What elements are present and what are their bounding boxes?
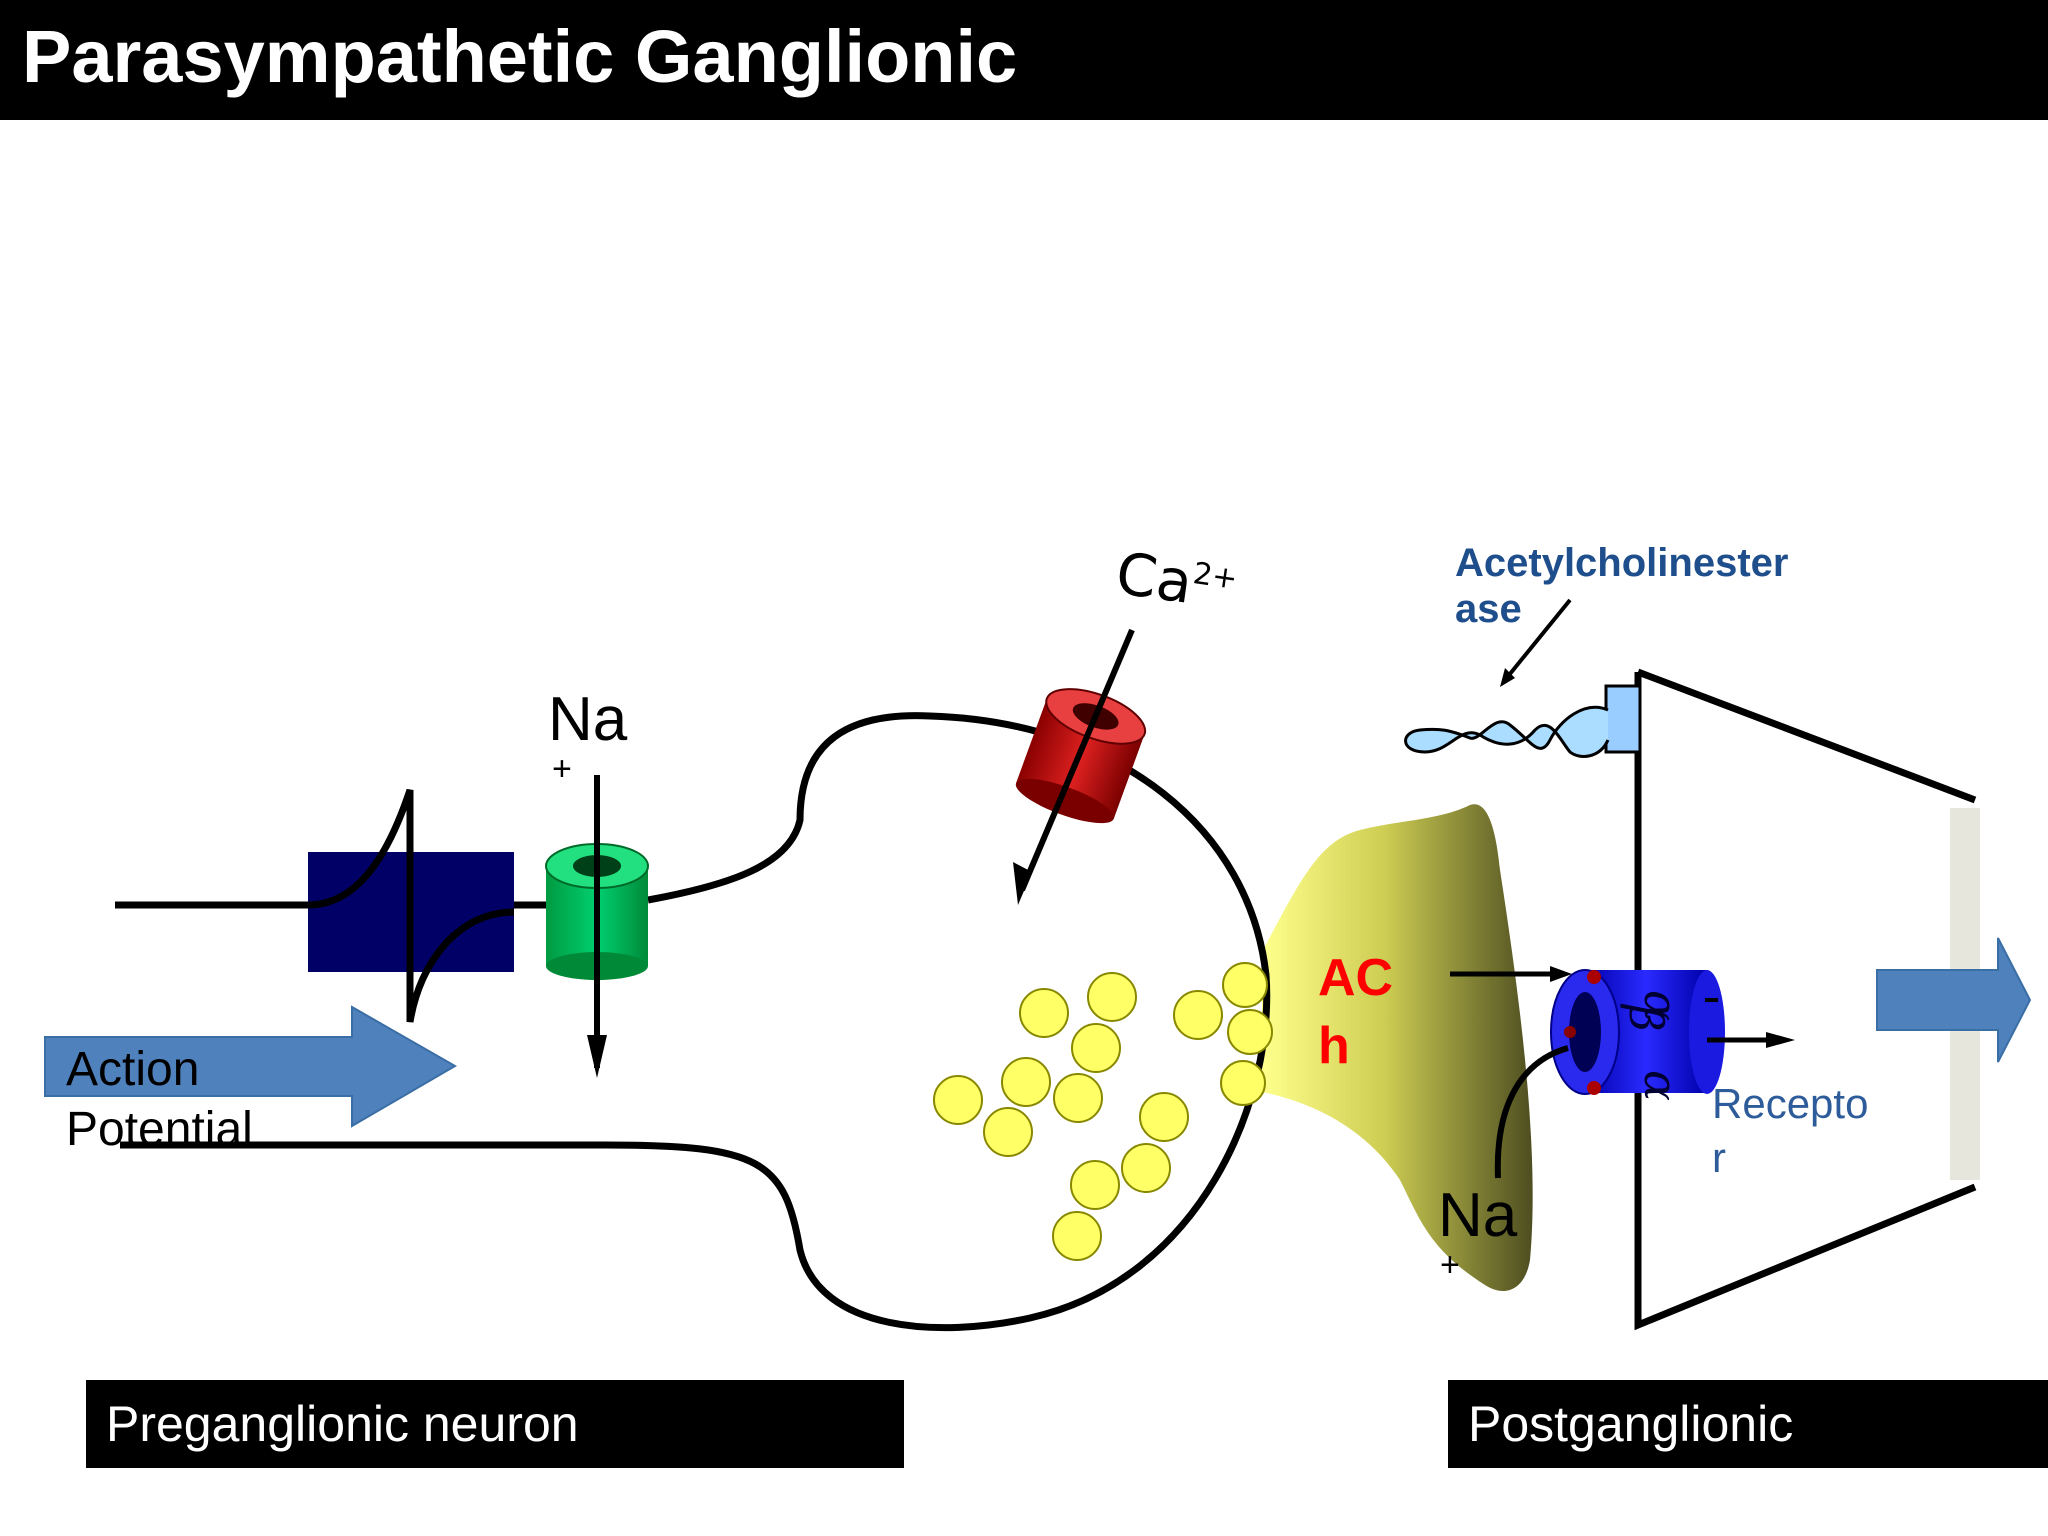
na-influx-curve bbox=[1494, 1045, 1569, 1179]
vesicle bbox=[1139, 1092, 1189, 1142]
vesicle bbox=[1222, 962, 1268, 1008]
postganglionic-cell bbox=[1634, 668, 1977, 1331]
vesicle bbox=[1052, 1211, 1102, 1261]
vesicle bbox=[1070, 1160, 1120, 1210]
ache-pointer bbox=[1503, 598, 1572, 682]
vesicle bbox=[1001, 1057, 1051, 1107]
na-label-bottom: Na bbox=[1438, 1181, 1518, 1250]
receptor-label-line1: Recepto bbox=[1712, 1080, 1869, 1127]
ache-label-line2: ase bbox=[1455, 587, 1522, 631]
action-label-line2: Potential bbox=[66, 1103, 253, 1156]
synaptic-cleft bbox=[1262, 804, 1533, 1292]
vesicles bbox=[933, 962, 1273, 1261]
acetylcholinesterase-icon bbox=[1404, 705, 1610, 758]
vesicle bbox=[1173, 990, 1223, 1040]
ach-label-line1: AC bbox=[1318, 949, 1394, 1007]
vesicle bbox=[983, 1107, 1033, 1157]
action-potential-arrow bbox=[44, 1005, 457, 1128]
receptor-label: Recepto r bbox=[1712, 1077, 1868, 1185]
vesicle bbox=[1019, 988, 1069, 1038]
action-potential-curve bbox=[307, 788, 515, 1023]
title-bar bbox=[0, 0, 2048, 120]
ca-arrow bbox=[1019, 628, 1135, 892]
receptor-beta-symbol: β bbox=[1619, 1003, 1673, 1032]
vesicle bbox=[1053, 1073, 1103, 1123]
page-title: Parasympathetic Ganglionic bbox=[22, 15, 1018, 98]
action-potential-label: Action Potential bbox=[66, 1040, 253, 1160]
vesicle bbox=[1071, 1023, 1121, 1073]
vesicle bbox=[1087, 972, 1137, 1022]
na-plus-bottom: + bbox=[1440, 1246, 1460, 1284]
receptor-label-line2: r bbox=[1712, 1134, 1726, 1181]
vesicle bbox=[1121, 1143, 1171, 1193]
ache-anchor bbox=[1604, 684, 1642, 754]
preganglionic-neuron-label: Preganglionic neuron bbox=[86, 1380, 904, 1468]
vesicle bbox=[1220, 1060, 1266, 1106]
acetylcholinesterase-label: Acetylcholinester ase bbox=[1455, 540, 1788, 632]
receptor-alpha-symbol-2: α bbox=[1634, 1070, 1688, 1101]
na-label-top: Na bbox=[548, 685, 628, 754]
action-label-line1: Action bbox=[66, 1043, 200, 1096]
vesicle bbox=[1227, 1009, 1273, 1055]
receptor-alpha-symbol: α bbox=[1634, 990, 1688, 1021]
presynaptic-terminal bbox=[604, 712, 1271, 1332]
ach-label: AC h bbox=[1318, 944, 1393, 1080]
ca-symbol: Ca bbox=[1111, 538, 1197, 617]
ach-label-line2: h bbox=[1318, 1017, 1350, 1075]
na-plus-top: + bbox=[552, 750, 572, 788]
vesicle bbox=[933, 1075, 983, 1125]
ache-label-line1: Acetylcholinester bbox=[1455, 541, 1789, 585]
ca-charge: 2+ bbox=[1190, 556, 1240, 597]
postganglionic-label: Postganglionic bbox=[1448, 1380, 2048, 1468]
nicotinic-receptor-icon bbox=[1550, 969, 1725, 1095]
output-arrow bbox=[1876, 937, 2032, 1063]
